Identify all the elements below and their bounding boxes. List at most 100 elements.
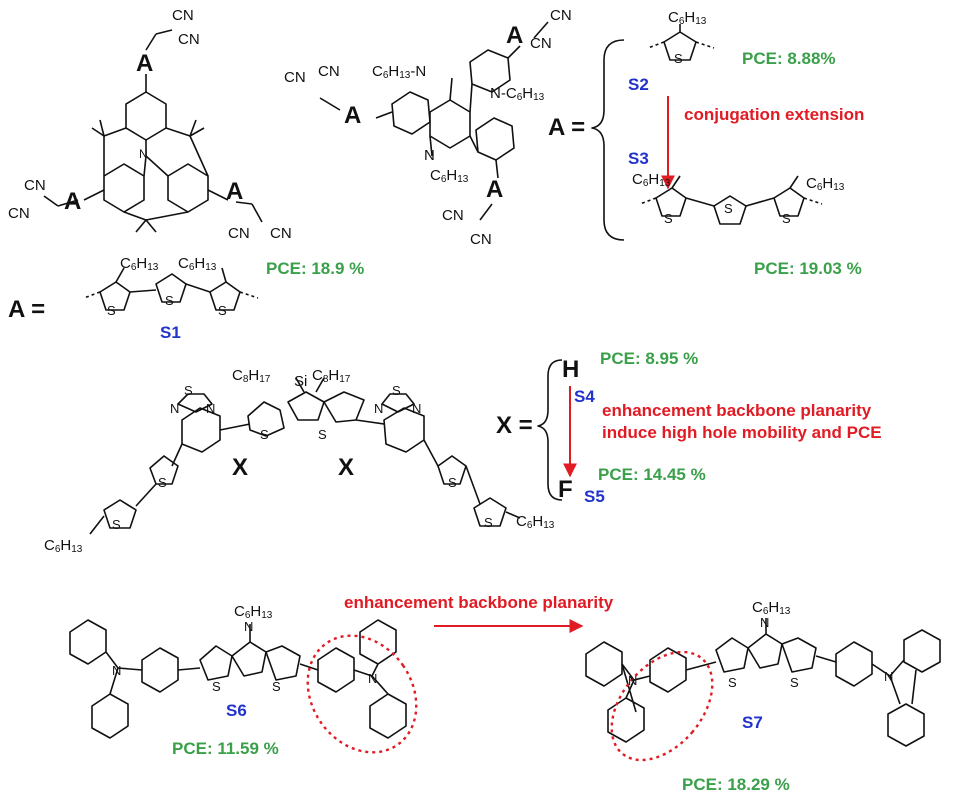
s-atom-label: S [674, 51, 683, 66]
hexyl-label: C6H13 [120, 255, 159, 273]
hexyl-label: C6H13 [632, 171, 671, 189]
hexyl-label: C6H13 [806, 175, 845, 193]
pce-value-18-9: PCE: 18.9 % [266, 259, 365, 278]
s7-molecule-structure [585, 618, 941, 747]
s5-label: S5 [584, 487, 605, 506]
s4-pce: PCE: 8.95 % [600, 349, 699, 368]
a-atom-label: A [486, 176, 504, 203]
a-atom-label: A [64, 188, 82, 215]
s-atom-label: S [107, 303, 116, 318]
s3-pce: PCE: 19.03 % [754, 259, 862, 278]
hexyl-label: C6H13 [430, 167, 469, 185]
n-atom-label: N [760, 615, 770, 630]
n-atom-label: N [628, 673, 638, 688]
n-label: N [139, 147, 148, 161]
triazatruxene-core-structure [319, 21, 549, 221]
hexyl-label: C6H13 [752, 599, 791, 617]
hexyl-label: C6H13 [234, 603, 273, 621]
f-substituent: F [558, 476, 573, 503]
n-atom-label: N [884, 669, 894, 684]
s7-highlight-ellipse [610, 650, 714, 762]
a-atom-label: A [226, 178, 244, 205]
n-atom-label: N [206, 401, 216, 416]
s2-label: S2 [628, 75, 649, 94]
s-atom-label: S [112, 517, 121, 532]
s6-molecule-structure [69, 619, 407, 739]
s-atom-label: S [212, 679, 221, 694]
s2-thiophene-structure [647, 24, 715, 61]
s-atom-label: S [184, 383, 193, 398]
hexyl-label: C6H13 [178, 255, 217, 273]
s-atom-label: S [165, 293, 174, 308]
s7-pce: PCE: 18.29 % [682, 775, 790, 794]
octyl-label: C8H17 [232, 367, 271, 385]
dts-benzothiadiazole-structure [89, 377, 521, 535]
s-atom-label: S [260, 427, 269, 442]
hexyl-label: C6H13 [516, 513, 555, 531]
hexyl-label: C6H13 [668, 9, 707, 27]
s-atom-label: S [790, 675, 799, 690]
octyl-label: C8H17 [312, 367, 351, 385]
cn-label: CN [270, 225, 292, 242]
s3-terthiophene-structure [639, 175, 823, 225]
cn-label: CN [284, 69, 306, 86]
n-atom-label: N [112, 663, 122, 678]
s7-label: S7 [742, 713, 763, 732]
h-substituent: H [562, 356, 580, 383]
a-atom-label: A [344, 102, 362, 129]
n-hexyl-label: N [424, 147, 435, 164]
x-atom-label: X [232, 454, 249, 481]
triarylamine-core-structure [43, 29, 263, 233]
s-atom-label: S [318, 427, 327, 442]
brace-middle [537, 359, 563, 501]
cn-label: CN [550, 7, 572, 24]
s3-label: S3 [628, 149, 649, 168]
a-atom-label: A [506, 22, 524, 49]
cn-label: CN [318, 63, 340, 80]
hexyl-n-label: C6H13-N [372, 63, 427, 81]
cn-label: CN [530, 35, 552, 52]
cn-label: CN [228, 225, 250, 242]
planarity-note-1: enhancement backbone planarity [602, 401, 872, 420]
si-atom-label: Si [294, 373, 308, 390]
s5-pce: PCE: 14.45 % [598, 465, 706, 484]
s-atom-label: S [218, 303, 227, 318]
planarity-note-2: induce high hole mobility and PCE [602, 423, 882, 442]
hexyl-label: C6H13 [44, 537, 83, 555]
n-atom-label: N [170, 401, 180, 416]
cn-label: CN [8, 205, 30, 222]
cn-label: CN [470, 231, 492, 248]
n-atom-label: N [368, 671, 378, 686]
conjugation-extension-note: conjugation extension [684, 105, 865, 124]
s6-highlight-ellipse [306, 634, 418, 754]
n-atom-label: N [412, 401, 422, 416]
s-atom-label: S [272, 679, 281, 694]
s-atom-label: S [392, 383, 401, 398]
brace-top [591, 39, 625, 241]
s6-pce: PCE: 11.59 % [172, 739, 279, 758]
planarity-note-bottom: enhancement backbone planarity [344, 593, 614, 612]
a-atom-label: A [136, 50, 154, 77]
x-equals-label: X = [496, 412, 533, 439]
s-atom-label: S [782, 211, 791, 226]
s-atom-label: S [724, 201, 733, 216]
cn-label: CN [24, 177, 46, 194]
s4-label: S4 [574, 387, 595, 406]
cn-label: CN [442, 207, 464, 224]
n-atom-label: N [374, 401, 384, 416]
s2-pce: PCE: 8.88% [742, 49, 836, 68]
s-atom-label: S [448, 475, 457, 490]
s-atom-label: S [664, 211, 673, 226]
n-hexyl-label: N-C6H13 [490, 85, 545, 103]
n-atom-label: N [244, 619, 254, 634]
s-atom-label: S [484, 515, 493, 530]
s6-label: S6 [226, 701, 247, 720]
cn-label: CN [178, 31, 200, 48]
s-atom-label: S [728, 675, 737, 690]
a-equals-label: A = [548, 114, 586, 141]
terthiophene-linker-structure [83, 267, 259, 311]
s1-label: S1 [160, 323, 181, 342]
a-equals-label: A = [8, 296, 46, 323]
s-atom-label: S [158, 475, 167, 490]
